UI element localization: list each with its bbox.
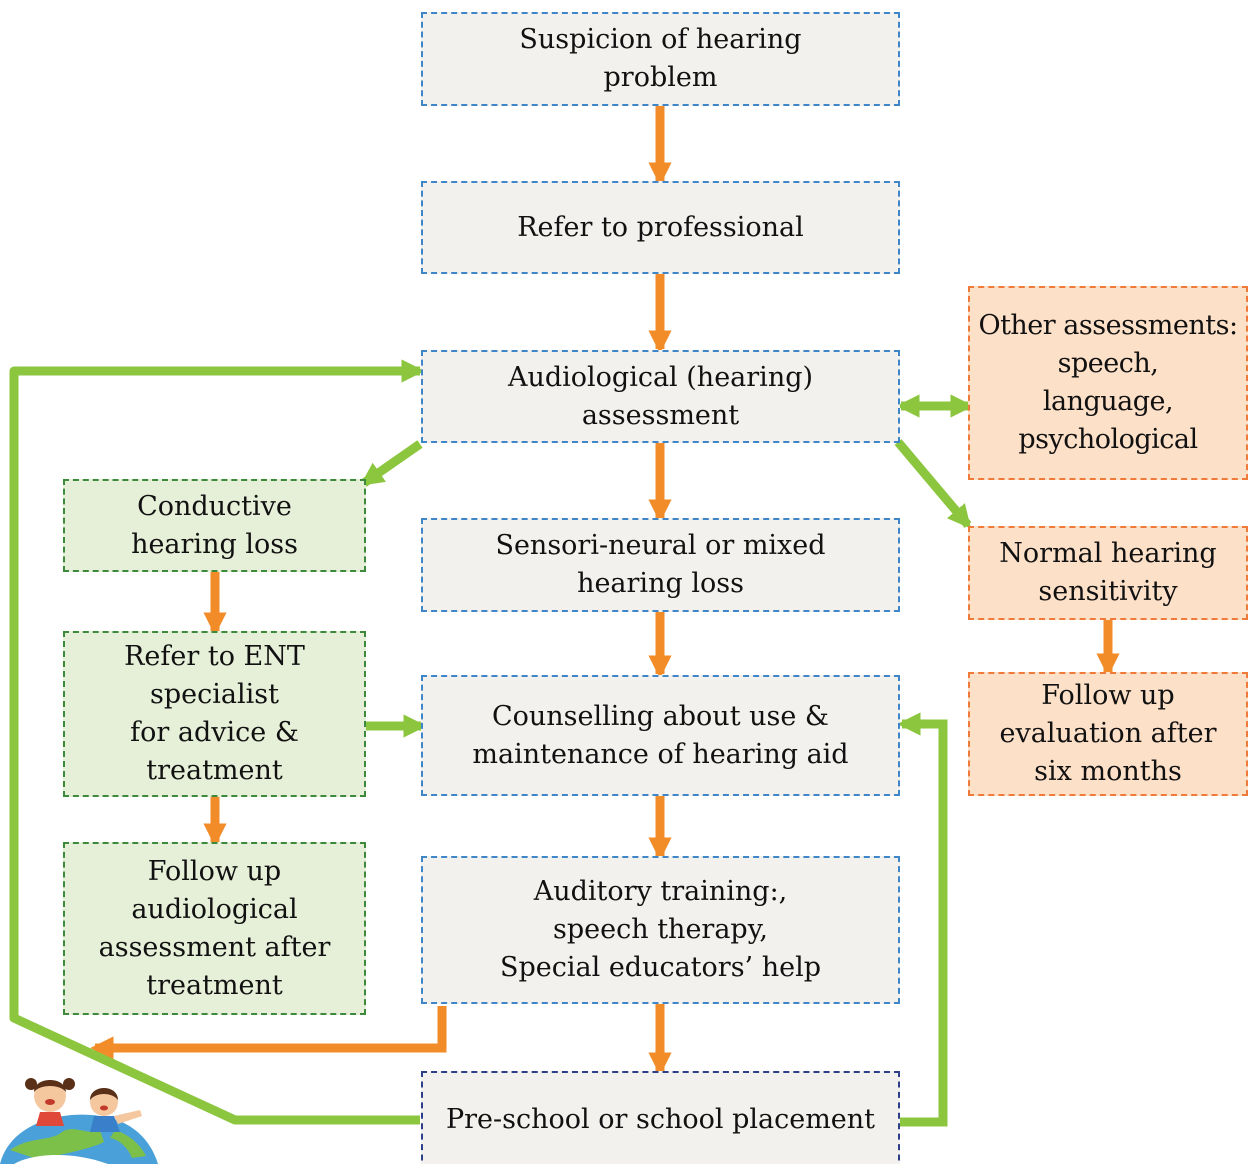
arrow-training-to-mascot xyxy=(90,1006,447,1060)
node-normal-hearing: Normal hearing sensitivity xyxy=(968,526,1248,620)
node-refer-professional: Refer to professional xyxy=(421,181,900,274)
node-sensorineural-hearing-loss: Sensori-neural or mixed hearing loss xyxy=(421,518,900,612)
node-follow-up-six-months: Follow up evaluation after six months xyxy=(968,672,1248,796)
node-auditory-training: Auditory training:, speech therapy, Spec… xyxy=(421,856,900,1004)
node-counselling: Counselling about use & maintenance of h… xyxy=(421,675,900,796)
arrow-assessment-to-normal xyxy=(894,439,972,529)
node-other-assessments: Other assessments: speech, language, psy… xyxy=(968,286,1248,480)
arrow-placement-to-counselling xyxy=(897,712,948,1127)
node-refer-ent: Refer to ENT specialist for advice & tre… xyxy=(63,631,366,797)
arrow-placement-loop-to-assessment xyxy=(9,359,425,1125)
node-conductive-hearing-loss: Conductive hearing loss xyxy=(63,479,366,572)
arrow-assessment-to-conductive xyxy=(360,440,423,487)
node-suspicion: Suspicion of hearing problem xyxy=(421,12,900,106)
node-audiological-assessment: Audiological (hearing) assessment xyxy=(421,350,900,443)
node-follow-up-audiological: Follow up audiological assessment after … xyxy=(63,842,366,1015)
node-school-placement: Pre-school or school placement xyxy=(421,1071,900,1164)
children-on-globe-icon xyxy=(0,1078,158,1164)
